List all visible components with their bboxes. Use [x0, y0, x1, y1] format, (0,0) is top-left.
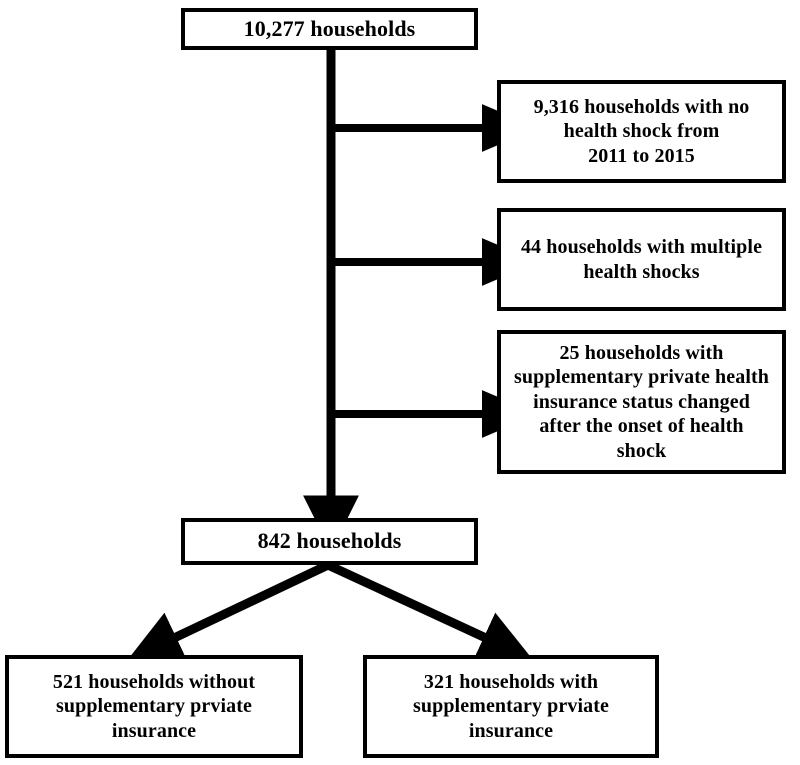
node-analyzed-households: 842 households	[181, 518, 478, 565]
node-excluded-multiple-health-shocks-label: 44 households with multiple health shock…	[520, 236, 763, 283]
node-excluded-no-health-shock-label: 9,316 households with no health shock fr…	[533, 95, 750, 167]
node-excluded-insurance-status-changed: 25 households with supplementary private…	[497, 330, 786, 474]
node-total-households-label: 10,277 households	[243, 15, 416, 41]
node-analyzed-households-label: 842 households	[257, 528, 402, 554]
edge-split-with-insurance	[326, 560, 533, 662]
node-total-households: 10,277 households	[181, 8, 478, 50]
node-excluded-no-health-shock: 9,316 households with no health shock fr…	[497, 80, 786, 183]
node-without-supplementary-insurance: 521 households without supplementary prv…	[5, 655, 303, 758]
node-excluded-multiple-health-shocks: 44 households with multiple health shock…	[497, 208, 786, 311]
node-without-supplementary-insurance-label: 521 households without supplementary prv…	[52, 670, 256, 742]
node-excluded-insurance-status-changed-label: 25 households with supplementary private…	[513, 342, 770, 462]
node-with-supplementary-insurance-label: 321 households with supplementary prviat…	[413, 670, 609, 742]
node-with-supplementary-insurance: 321 households with supplementary prviat…	[363, 655, 659, 758]
edge-split-without-insurance	[127, 560, 330, 662]
